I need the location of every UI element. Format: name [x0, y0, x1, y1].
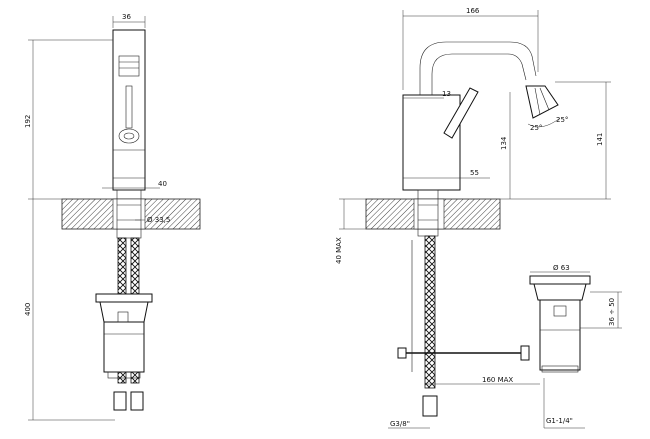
- dim-rod-length: 160 MAX: [482, 376, 513, 384]
- faucet-body-front: [112, 29, 146, 191]
- dim-inlet-thread: G3/8": [390, 420, 410, 428]
- connector-left-b: [130, 391, 144, 411]
- supply-hose-right: [424, 235, 436, 389]
- counter-hole-left: [112, 198, 146, 230]
- aerator-cone: [525, 85, 559, 119]
- dim-angle-right: 25°: [556, 116, 568, 124]
- dim-pop-up-travel: 36 ÷ 50: [608, 298, 616, 326]
- faucet-body-side: [402, 94, 461, 191]
- dim-angle-left: 25°: [530, 124, 542, 132]
- lever-side: [443, 87, 479, 139]
- dim-spout-height: 134: [500, 136, 508, 150]
- dim-spout-offset: 13: [442, 90, 451, 98]
- dim-hole-diameter: Ø 33,5: [147, 216, 170, 224]
- dim-waste-diameter: Ø 63: [553, 264, 570, 272]
- dim-total-height-left: 192: [24, 115, 32, 128]
- aerator-front: [118, 128, 140, 144]
- dim-outlet-height: 141: [596, 133, 604, 146]
- dim-waste-thread: G1-1/4": [546, 417, 573, 425]
- dim-top-width: 36: [122, 13, 131, 21]
- side-view: 166 13 134 55 141 25° 25° 40 MAX Ø 63 36…: [335, 7, 622, 429]
- connector-left-a: [113, 391, 127, 411]
- lever-front: [125, 85, 133, 129]
- connector-right: [422, 395, 438, 417]
- threaded-shank-left: [116, 189, 142, 239]
- pop-up-waste-left: [95, 293, 153, 379]
- pop-up-waste-right: [529, 275, 591, 373]
- cartridge-window: [118, 55, 140, 77]
- dim-below-counter-left: 400: [24, 303, 32, 316]
- dim-lever-offset: 55: [470, 169, 479, 177]
- front-view: 36 192 400 40 Ø 33,5: [24, 13, 201, 421]
- dim-counter-max: 40 MAX: [335, 237, 343, 264]
- dim-hole-width: 40: [158, 180, 167, 188]
- dim-spout-reach: 166: [466, 7, 480, 15]
- counter-hole-right: [413, 198, 445, 230]
